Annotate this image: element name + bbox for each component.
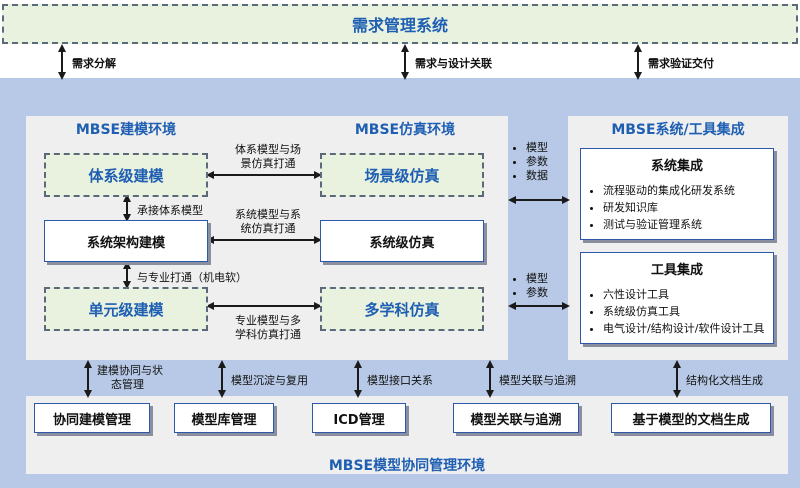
system-simulation-label: 系统级仿真 bbox=[369, 235, 435, 251]
label-h1-line2: 景仿真打通 bbox=[240, 157, 296, 170]
label-c3: 模型接口关系 bbox=[367, 374, 433, 387]
collab-box-label: 模型库管理 bbox=[191, 412, 257, 428]
icd-mgmt-box: ICD管理 bbox=[312, 403, 406, 433]
collab-box-label: 基于模型的文档生成 bbox=[632, 412, 750, 428]
scenario-simulation-box: 场景级仿真 bbox=[320, 153, 484, 197]
multidisciplinary-simulation-label: 多学科仿真 bbox=[364, 300, 440, 319]
system-integration-item: 流程驱动的集成化研发系统 bbox=[603, 182, 773, 199]
collab-modeling-mgmt-box: 协同建模管理 bbox=[34, 403, 150, 433]
label-h2-line1: 系统模型与系 bbox=[235, 208, 301, 221]
scenario-simulation-label: 场景级仿真 bbox=[364, 166, 440, 185]
tool-integration-title: 工具集成 bbox=[650, 263, 703, 278]
label-c1-line1: 建模协同与状 bbox=[97, 364, 163, 377]
tool-integration-list: 六性设计工具 系统级仿真工具 电气设计/结构设计/软件设计工具 bbox=[581, 286, 773, 337]
link-req-design: 需求与设计关联 bbox=[415, 57, 492, 70]
requirements-title: 需求管理系统 bbox=[351, 16, 448, 35]
label-h2: 系统模型与系 统仿真打通 bbox=[230, 208, 306, 236]
system-integration-item: 研发知识库 bbox=[603, 199, 773, 216]
unit-modeling-label: 单元级建模 bbox=[88, 300, 164, 319]
collaboration-env-title: MBSE模型协同管理环境 bbox=[328, 458, 486, 474]
integration-link-bottom-list: 模型 参数 bbox=[512, 272, 548, 300]
integration-env-title: MBSE系统/工具集成 bbox=[611, 122, 745, 138]
system-architecture-modeling-box: 系统架构建模 bbox=[44, 220, 208, 262]
label-c1: 建模协同与状 态管理 bbox=[97, 364, 163, 392]
system-of-systems-modeling-box: 体系级建模 bbox=[44, 153, 208, 197]
system-simulation-box: 系统级仿真 bbox=[320, 220, 484, 262]
label-c5: 结构化文档生成 bbox=[686, 374, 763, 387]
tool-integration-box: 工具集成 六性设计工具 系统级仿真工具 电气设计/结构设计/软件设计工具 bbox=[580, 252, 774, 344]
label-h3-line2: 学科仿真打通 bbox=[235, 328, 301, 341]
link-bottom-model: 模型 bbox=[526, 272, 548, 286]
link-bottom-param: 参数 bbox=[526, 286, 548, 300]
simulation-env-title: MBSE仿真环境 bbox=[354, 122, 456, 138]
model-trace-box: 模型关联与追溯 bbox=[453, 403, 579, 433]
label-h2-line2: 统仿真打通 bbox=[240, 222, 296, 235]
requirements-management-system: 需求管理系统 bbox=[2, 4, 798, 44]
architecture-modeling-label: 系统架构建模 bbox=[86, 235, 165, 251]
label-h1: 体系模型与场 景仿真打通 bbox=[230, 143, 306, 171]
tool-integration-item: 六性设计工具 bbox=[603, 286, 773, 303]
link-top-param: 参数 bbox=[526, 155, 548, 169]
label-c1-line2: 态管理 bbox=[111, 378, 144, 391]
label-c2: 模型沉淀与复用 bbox=[231, 374, 308, 387]
system-integration-list: 流程驱动的集成化研发系统 研发知识库 测试与验证管理系统 bbox=[581, 182, 773, 233]
tool-integration-item: 系统级仿真工具 bbox=[603, 303, 773, 320]
link-top-model: 模型 bbox=[526, 141, 548, 155]
link-req-decompose: 需求分解 bbox=[72, 57, 116, 70]
label-h3-line1: 专业模型与多 bbox=[235, 314, 301, 327]
system-integration-title: 系统集成 bbox=[650, 159, 703, 174]
model-doc-generation-box: 基于模型的文档生成 bbox=[611, 403, 771, 433]
label-inherit-sos-model: 承接体系模型 bbox=[137, 204, 203, 217]
tool-integration-item: 电气设计/结构设计/软件设计工具 bbox=[603, 320, 773, 337]
label-h1-line1: 体系模型与场 bbox=[235, 143, 301, 156]
label-c4: 模型关联与追溯 bbox=[499, 374, 576, 387]
collab-box-label: 模型关联与追溯 bbox=[470, 412, 562, 428]
link-top-data: 数据 bbox=[526, 169, 548, 183]
sos-modeling-label: 体系级建模 bbox=[88, 166, 164, 185]
link-req-verify: 需求验证交付 bbox=[648, 57, 714, 70]
label-h3: 专业模型与多 学科仿真打通 bbox=[226, 314, 310, 342]
label-discipline-link: 与专业打通（机电软） bbox=[137, 271, 247, 284]
modeling-env-title: MBSE建模环境 bbox=[75, 122, 177, 138]
collab-box-label: ICD管理 bbox=[333, 412, 385, 428]
integration-link-top-list: 模型 参数 数据 bbox=[512, 141, 548, 183]
model-library-mgmt-box: 模型库管理 bbox=[174, 403, 274, 433]
system-integration-box: 系统集成 流程驱动的集成化研发系统 研发知识库 测试与验证管理系统 bbox=[580, 148, 774, 240]
collab-box-label: 协同建模管理 bbox=[52, 412, 131, 428]
system-integration-item: 测试与验证管理系统 bbox=[603, 216, 773, 233]
multidisciplinary-simulation-box: 多学科仿真 bbox=[320, 287, 484, 331]
unit-modeling-box: 单元级建模 bbox=[44, 287, 208, 331]
